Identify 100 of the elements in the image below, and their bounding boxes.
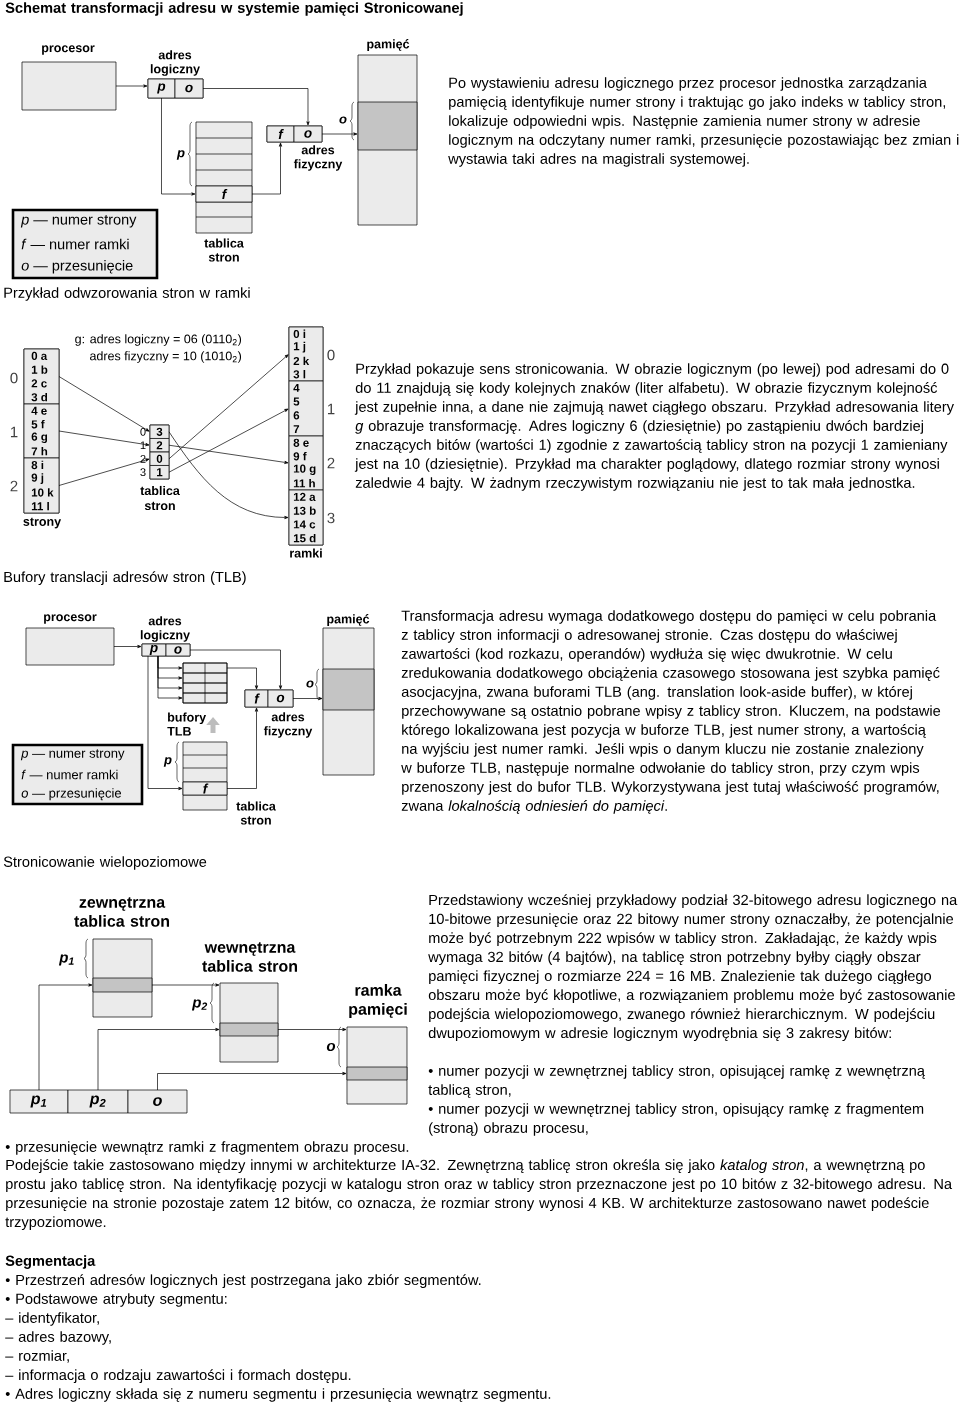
processor-box: procesor (21, 45, 117, 111)
node-label: 0 (140, 427, 146, 436)
brace-label: o (326, 1042, 336, 1052)
table-row: f (195, 185, 253, 203)
processor-box: procesor (25, 614, 115, 666)
arrow (58, 458, 150, 486)
arrow (168, 431, 289, 520)
section-heading: Segmentacja (5, 1255, 96, 1269)
arrow (97, 1027, 220, 1091)
address-field: o (165, 643, 191, 657)
arrow (292, 696, 323, 701)
frame-block: 0 i 1 j 2 k 3 l 0 (288, 326, 335, 382)
bullet-item: • przesunięcie wewnątrz ramki z fragmentem obrazu procesu. (5, 1141, 409, 1155)
node-label: pamięć (367, 39, 410, 51)
legend-box: p — numer strony f — numer ramki o — przesunięcie (11, 208, 159, 280)
bullet-item: • numer pozycji w zewnętrznej tablicy stron, opisującej ramkę z wewnętrzną tablicą stron, (428, 1065, 925, 1098)
address-field: o (174, 78, 204, 99)
tlb-row (182, 682, 228, 694)
node-label: zewnętrzna tablica stron (74, 897, 170, 927)
bullet-item: • Przestrzeń adresów logicznych jest postrzegana jako zbiór segmentów. (5, 1274, 481, 1288)
node-label: 2 (10, 480, 18, 492)
formula-text: g: adres logiczny = 06 (0110$_{2}$) (75, 334, 241, 346)
node-label: 3 (140, 468, 146, 477)
arrow (115, 84, 148, 88)
arrow (113, 644, 142, 649)
brace-label: o (306, 680, 314, 688)
table-row (92, 977, 153, 993)
section-heading: Stronicowanie wielopoziomowe (3, 856, 207, 870)
arrow (151, 983, 220, 987)
brace-label: o (339, 116, 347, 124)
address-field: p (147, 78, 176, 99)
address-field: f (244, 689, 269, 708)
brace-label: p$_{2}$ (191, 999, 208, 1011)
frame-block: 4 5 6 7 1 (288, 380, 335, 437)
arrow (202, 88, 310, 126)
node-label: 2 (327, 457, 335, 469)
memory-frame (357, 101, 418, 151)
arrow (168, 408, 289, 473)
bullet-item: • numer pozycji w wewnętrznej tablicy stron, opisujący ramkę z fragmentem (stroną) obrazu procesu, (428, 1103, 924, 1136)
legend-box: p — numer strony f — numer ramki o — przesunięcie (11, 743, 144, 806)
paragraph: Przykład pokazuje sens stronicowania. W obrazie logicznym (po lewej) pod adresami do 0 do 11 znajdują się kody kolejnych znaków (liter alfabetu). W obrazie fizycznym kolejność jest zupełnie inna, a dane nie zajmują nawet ciągłego obszaru. Przykład adresowania litery g obrazuje transformację. Adres logiczny 6 (dziesiętnie) po zastąpieniu dwóch bardziej znaczących bitów (wartości 1) zgodnie z zawartością tablicy stron na pozycji 1 zamieniany jest na 10 (dziesiętnie). Przykład ma charakter poglądowy, dlatego rozmiar strony wynosi zaledwie 4 bajty. W żadnym rzeczywistym rozwiązaniu nie jest to tak mała jednostka. (354, 363, 954, 491)
table-row (346, 1066, 408, 1081)
address-field: o (127, 1089, 188, 1114)
node-label: bufory TLB (167, 712, 207, 736)
table-entry: 0 3 (140, 424, 170, 439)
tlb-row (182, 662, 228, 674)
table-entry: 1 2 (140, 438, 170, 453)
paragraph: Po wystawieniu adresu logicznego przez procesor jednostka zarządzania pamięcią identyfikuje numer strony i traktując go jako indeks w tablicy stron, lokalizuje odpowiedni wpis. Następnie zamienia numer strony w adresie logicznym na odczytany numer ramki, przesunięcie pozostawiając bez zmian i wystawia taki adres na magistrali systemowej. (448, 77, 959, 167)
node-label: tablica stron (204, 238, 244, 262)
table-row: f (182, 781, 228, 796)
address-field: p$_{2}$ (67, 1089, 129, 1114)
page-block: 0 0 a 1 b 2 c 3 d (10, 348, 60, 405)
arrow (226, 707, 259, 789)
arrow (147, 655, 183, 791)
list-item: – adres bazowy, (5, 1331, 111, 1345)
arrow (189, 649, 283, 690)
node-label: 0 (327, 349, 335, 361)
frame-block: 8 e 9 f 10 g 11 h 2 (288, 435, 335, 491)
table-entry: 3 1 (140, 465, 170, 480)
bullet-item: • Podstawowe atrybuty segmentu: (5, 1293, 227, 1307)
node-label: strony (23, 517, 62, 529)
arrow (38, 983, 93, 1091)
node-label: adres fizyczny (263, 712, 313, 738)
node-label: adres logiczny (150, 50, 200, 76)
address-field: p (141, 643, 167, 657)
paragraph: Przedstawiony wcześniej przykładowy podział 32-bitowego adresu logicznego na 10-bitowe przesunięcie oraz 22 bitowy numer strony oznaczałby, że potencjalnie może być potrzebnym 222 wpisów w tablicy stron. Zakładając, że każdy wpis wymaga 32 bitów (4 bajtów), na tablicę stron potrzebny byłby ciągły obszar pamięci fizycznej o rozmiarze 224 = 16 MB. Znalezienie tak dużego ciągłego obszaru może być kłopotliwe, a rozwiązaniem problemu może być zastosowanie podejścia wielopoziomowego, zwanego również hierarchicznym. W podejściu dwupoziomowym w adresie logicznym wyodrębnia się 3 zakresy bitów: (428, 894, 958, 1041)
node-label: 1 (327, 403, 335, 415)
node-label: 1 (140, 441, 146, 449)
node-label: wewnętrzna tablica stron (202, 942, 298, 972)
node-label: adres fizyczny (293, 145, 343, 171)
address-field: f (266, 125, 295, 143)
address-field: o (267, 689, 294, 708)
arrow (58, 376, 150, 432)
table-row (219, 1022, 279, 1037)
node-label: 1 (10, 426, 18, 438)
frame-block: 12 a 13 b 14 c 15 d 3 (288, 489, 335, 546)
node-label: 0 (10, 372, 18, 384)
page-block: 1 4 e 5 f 6 g 7 h (10, 403, 60, 459)
tlb-table: bufory TLB (167, 662, 228, 736)
list-item: – identyfikator, (5, 1312, 99, 1326)
arrow (277, 1027, 347, 1032)
arrow (157, 655, 183, 700)
tlb-row (182, 692, 228, 704)
table-entry: 2 0 (140, 451, 170, 466)
arrow (168, 444, 289, 464)
paragraph: Podejście takie zastosowano między innymi w architekturze IA-32. Zewnętrzną tablicę stron określa się jako katalog stron, a wewnętrzną po prostu jako tablicę stron. Na identyfikację pozycji w katalogu stron oraz w tablicy stron przeznaczone jest po 10 bitów z 32-bitowego adresu. Na przesunięcie na stronie pozostaje zatem 12 bitów, co oznacza, że rozmiar strony wynosi 4 KB. W architekturze zastosowano nawet podeście trzypoziomowe. (5, 1159, 953, 1230)
brace-label: p (163, 757, 172, 767)
node-label: 3 (327, 512, 335, 524)
address-field: o (293, 125, 323, 143)
arrow (58, 430, 150, 447)
node-label: procesor (44, 614, 97, 624)
arrow (321, 132, 358, 136)
node-label: procesor (42, 45, 95, 55)
paragraph: Transformacja adresu wymaga dodatkowego dostępu do pamięci w celu pobrania z tablicy stron informacji o adresowanej stronie. Czas dostępu do właściwej zawartości (kod rozkazu, operandów) wydłuża się więc dwukrotnie. W celu zredukowania dodatkowego obciążenia czasowego stosowana jest szybka pamięć asocjacyjna, zwana buforami TLB (ang. translation look-aside buffer), w której przechowywane są ostatnio pobrane wpisy z tablicy stron. Kluczem, na podstawie którego lokalizowana jest pozycja w buforze TLB, jest numer strony, a wartością na wyjściu jest numer ramki. Jeśli wpis o danym kluczu nie zostanie znaleziony w buforze TLB, następuje normalne odwołanie do tablicy stron, przy czym wpis przenoszony jest do bufor TLB. Wykorzystywana jest tutaj właściwość programów, zwana lokalnością odniesień do pamięci. (401, 610, 941, 814)
brace-label: p$_{1}$ (58, 954, 74, 966)
bullet-item: • Adres logiczny składa się z numeru segmentu i przesunięcia wewnątrz segmentu. (5, 1388, 551, 1402)
arrow (157, 1071, 347, 1091)
node-label: ramki (290, 548, 322, 558)
page-title: Schemat transformacji adresu w systemie pamięci Stronicowanej (5, 2, 463, 16)
brace-label: p (176, 150, 185, 160)
